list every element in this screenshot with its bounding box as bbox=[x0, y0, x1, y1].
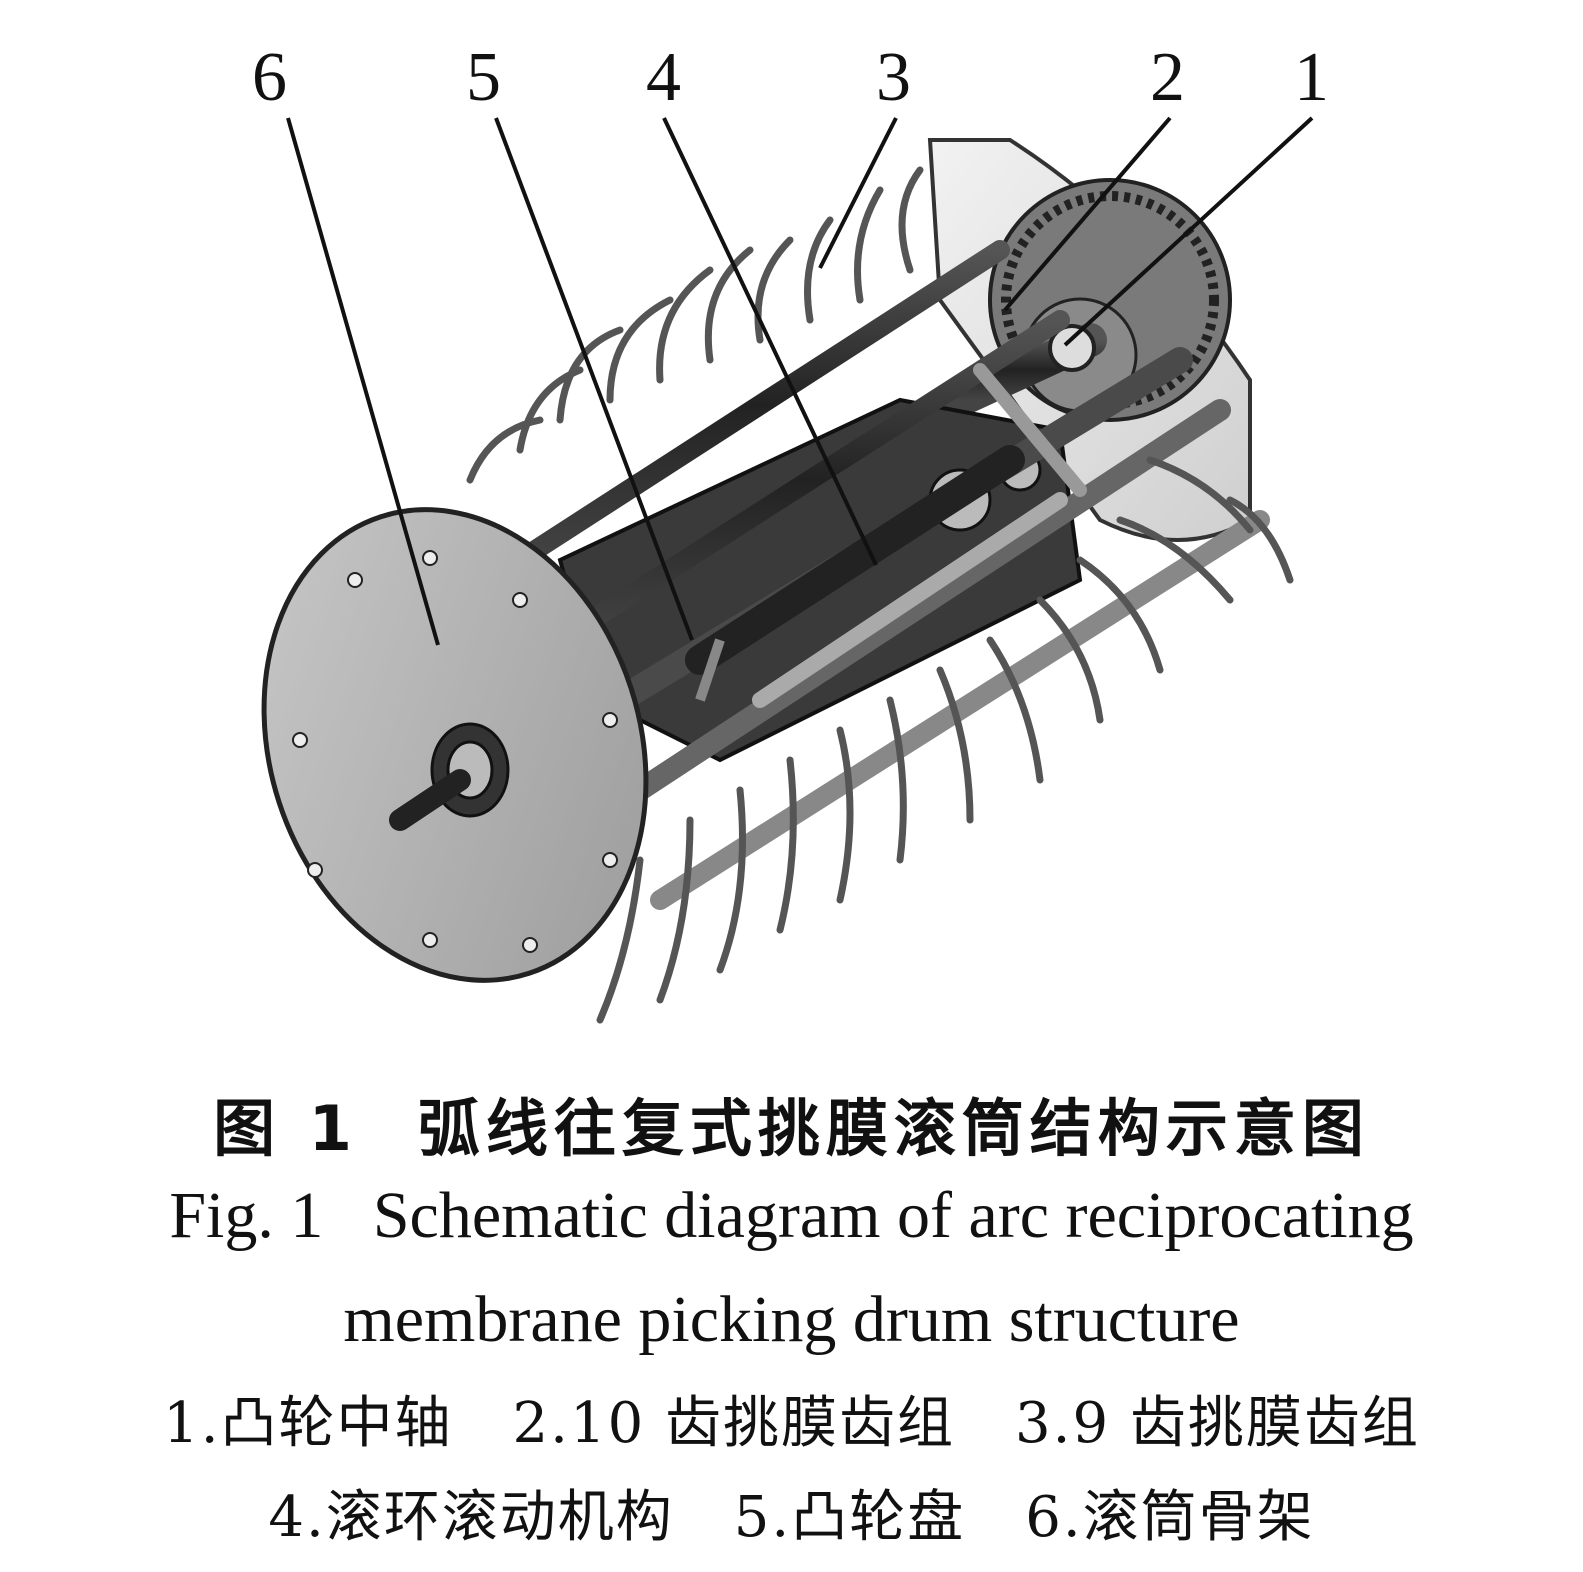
caption-figure-number: 图 1 bbox=[213, 1092, 358, 1165]
legend-item-1: 1.凸轮中轴 bbox=[163, 1391, 453, 1456]
callout-3: 3 bbox=[876, 39, 911, 116]
legend-item-3: 3.9 齿挑膜齿组 bbox=[1015, 1391, 1420, 1456]
figure-caption-english-line1: Fig. 1 Schematic diagram of arc reciproc… bbox=[169, 1179, 1414, 1252]
figure-caption-english-line2: membrane picking drum structure bbox=[343, 1283, 1240, 1356]
legend-row-2: 4.滚环滚动机构 5.凸轮盘 6.滚筒骨架 bbox=[0, 1472, 1583, 1553]
drum-frame-front-disk bbox=[261, 507, 649, 983]
drum-structure-diagram: 6 5 4 3 2 1 bbox=[252, 39, 1329, 1024]
picking-teeth-group bbox=[466, 166, 1294, 1024]
cam-center-shaft bbox=[943, 323, 1107, 417]
callout-1: 1 bbox=[1294, 39, 1329, 116]
callout-6: 6 bbox=[252, 39, 287, 116]
callout-5: 5 bbox=[466, 39, 501, 116]
caption-title-chinese: 弧线往复式挑膜滚筒结构示意图 bbox=[417, 1092, 1370, 1165]
legend-item-2: 2.10 齿挑膜齿组 bbox=[512, 1391, 956, 1456]
legend-item-6: 6.滚筒骨架 bbox=[1025, 1485, 1315, 1550]
drum-frame-rods bbox=[510, 240, 1270, 910]
callout-2: 2 bbox=[1150, 39, 1185, 116]
legend-row-1: 1.凸轮中轴 2.10 齿挑膜齿组 3.9 齿挑膜齿组 bbox=[0, 1378, 1583, 1459]
legend-item-5: 5.凸轮盘 bbox=[733, 1485, 966, 1550]
callout-4: 4 bbox=[646, 39, 681, 116]
leader-lines bbox=[286, 116, 1314, 646]
figure-caption-chinese: 图 1 弧线往复式挑膜滚筒结构示意图 bbox=[0, 1078, 1583, 1168]
legend-item-4: 4.滚环滚动机构 bbox=[268, 1485, 674, 1550]
